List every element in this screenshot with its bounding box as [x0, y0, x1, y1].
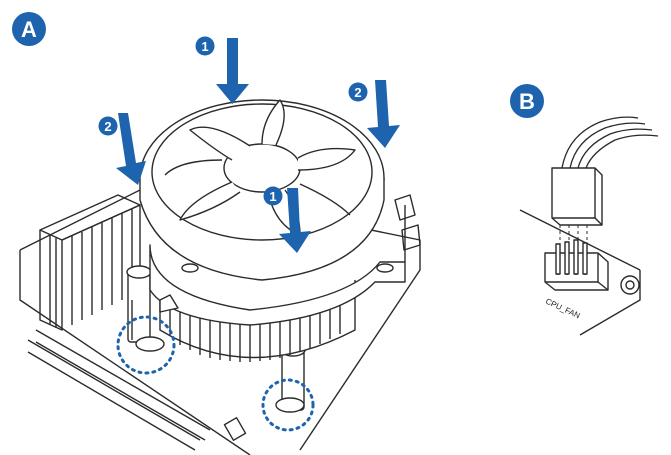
arrow-down-icon [116, 113, 146, 185]
panel-b-label: B [519, 89, 535, 114]
panel-b-badge: B [510, 84, 544, 118]
panel-a-label: A [21, 17, 37, 42]
step-number: 1 [269, 189, 276, 204]
step-number: 1 [201, 39, 208, 54]
step-number: 2 [104, 119, 111, 134]
pin-highlight-left [116, 315, 176, 375]
vrm-heatsink [39, 194, 141, 331]
board-components-right [394, 194, 421, 262]
mounting-hole [620, 275, 640, 295]
retention-bracket [149, 244, 406, 326]
cpu-fan-label: CPU_FAN [544, 297, 581, 321]
panel-b: B [510, 84, 659, 336]
motherboard [19, 184, 421, 455]
arrow-down-icon [279, 188, 311, 253]
panel-a-badge: A [12, 12, 46, 46]
cpu-fan-header [544, 239, 609, 291]
step-badge-left: 2 [98, 116, 118, 136]
arrow-down-icon [216, 38, 249, 104]
step-badge-center: 1 [263, 186, 283, 206]
step-badge-top: 1 [195, 36, 215, 56]
pin-highlight-right [261, 378, 315, 432]
panel-a: A [12, 12, 421, 455]
memory-slots [27, 329, 247, 451]
fan-cable-plug [551, 167, 603, 226]
step-badge-right: 2 [348, 82, 368, 102]
push-pin-left [126, 265, 165, 352]
motherboard-section [519, 209, 641, 336]
arrow-down-icon [367, 80, 400, 148]
fan-cable [561, 116, 659, 169]
cooler-fan [139, 99, 385, 281]
step-number: 2 [354, 85, 361, 100]
